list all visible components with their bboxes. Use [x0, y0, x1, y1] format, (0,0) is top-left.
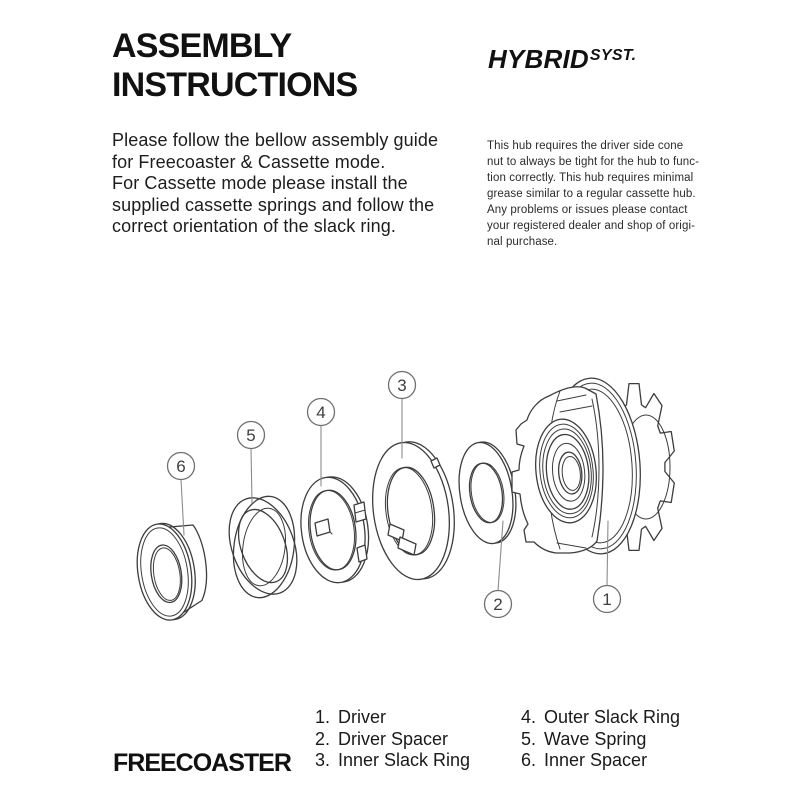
- page-title: ASSEMBLY INSTRUCTIONS: [112, 27, 358, 104]
- part-number: 2.: [315, 728, 331, 749]
- mode-label: FREECOASTER: [113, 749, 292, 777]
- parts-list-item: 4. Outer Slack Ring: [521, 707, 680, 729]
- callout-4-number: 4: [316, 403, 325, 422]
- leader-line-5: [250, 447, 253, 504]
- parts-list-item: 2. Driver Spacer: [315, 729, 470, 751]
- callouts: 1 2 3 4 5 6: [166, 370, 622, 619]
- leader-line-1: [606, 520, 609, 587]
- part-inner-slack-ring: [371, 441, 455, 581]
- part-driver-spacer: [458, 441, 517, 545]
- note-paragraph: This hub requires the driver side cone n…: [487, 140, 700, 248]
- parts-list-item: 5. Wave Spring: [521, 729, 680, 751]
- callout-1: 1: [592, 584, 622, 614]
- parts-list-column-2: 4. Outer Slack Ring 5. Wave Spring 6. Inner…: [521, 707, 680, 772]
- callout-6-number: 6: [176, 457, 185, 476]
- leader-line-2: [497, 520, 504, 592]
- callout-2-number: 2: [493, 595, 502, 614]
- callout-5: 5: [236, 420, 266, 450]
- leader-lines: [180, 397, 609, 592]
- part-label: Inner Slack Ring: [338, 750, 471, 770]
- intro-paragraph: Please follow the bellow assembly guide …: [112, 130, 439, 236]
- part-label: Driver: [338, 707, 386, 727]
- part-label: Outer Slack Ring: [544, 707, 681, 727]
- callout-3: 3: [387, 370, 417, 400]
- leader-line-6: [180, 478, 185, 536]
- parts-list-item: 6. Inner Spacer: [521, 750, 680, 772]
- part-wave-spring: [228, 495, 298, 599]
- part-number: 4.: [521, 707, 537, 727]
- part-driver: [511, 377, 675, 555]
- part-label: Driver Spacer: [338, 728, 449, 749]
- parts-list-item: 3. Inner Slack Ring: [315, 750, 470, 772]
- part-label: Wave Spring: [544, 728, 647, 749]
- callout-6: 6: [166, 451, 196, 481]
- part-inner-spacer: [136, 522, 208, 621]
- part-label: Inner Spacer: [544, 750, 648, 770]
- brand-logo: HYBRIDSYST.: [488, 44, 636, 75]
- callout-5-number: 5: [246, 426, 255, 445]
- part-number: 1.: [315, 707, 331, 727]
- brand-suffix: SYST.: [589, 47, 637, 64]
- part-number: 5.: [521, 728, 537, 749]
- part-number: 6.: [521, 750, 537, 770]
- parts-list-item: 1. Driver: [315, 707, 470, 729]
- brand-name: HYBRID: [488, 44, 589, 74]
- callout-2: 2: [483, 589, 513, 619]
- parts-list-column-1: 1. Driver 2. Driver Spacer 3. Inner Slack R…: [315, 707, 470, 772]
- callout-3-number: 3: [397, 376, 406, 395]
- part-outer-slack-ring: [300, 476, 370, 584]
- part-number: 3.: [315, 750, 331, 770]
- callout-1-number: 1: [602, 590, 611, 609]
- callout-4: 4: [306, 397, 336, 427]
